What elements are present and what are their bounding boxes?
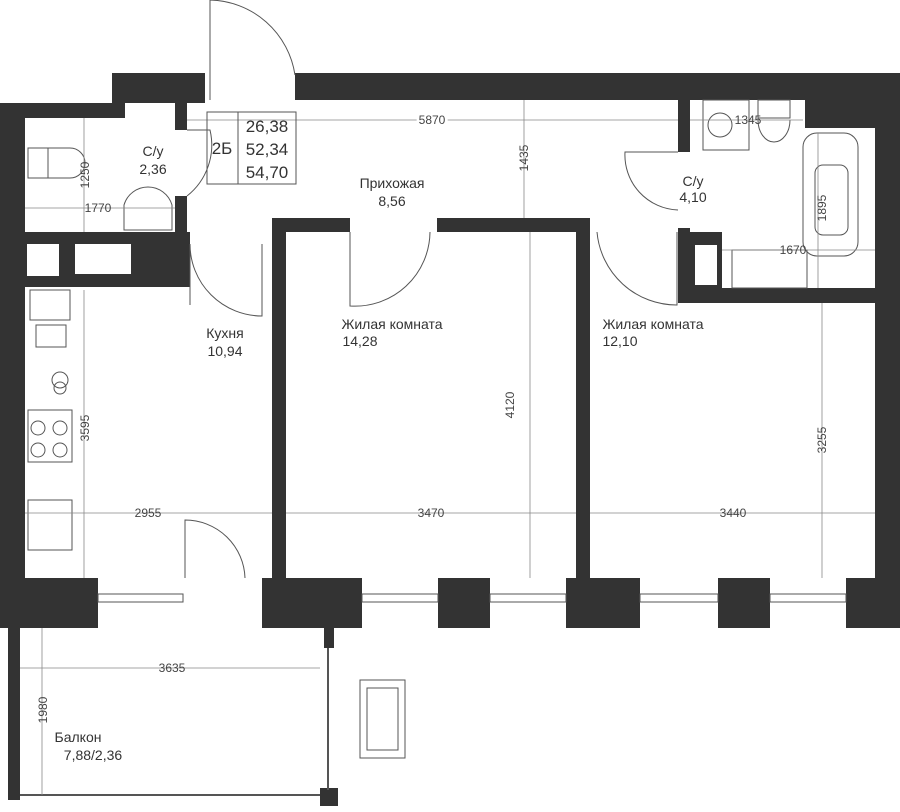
bath1-area: 2,36 [139, 161, 166, 177]
dim-bath2-width: 1345 [735, 113, 762, 127]
dim-hall-width: 1435 [517, 144, 531, 171]
dim-kitchen-height: 3595 [78, 414, 92, 441]
bath2-area: 4,10 [679, 189, 706, 205]
living-area: 26,38 [246, 117, 289, 136]
room2-name: Жилая комната [602, 316, 703, 332]
room2-area: 12,10 [602, 333, 637, 349]
dim-room2-width: 3440 [720, 506, 747, 520]
apartment-type: 2Б [212, 139, 233, 158]
dimension-lines [20, 100, 875, 795]
dimension-labels: 5870 1435 1250 1770 1345 1895 1670 3595 … [36, 113, 829, 723]
dim-bath1-height: 1250 [78, 161, 92, 188]
dim-bath2-height: 1895 [815, 194, 829, 221]
room1-name: Жилая комната [341, 316, 442, 332]
total-area: 52,34 [246, 140, 289, 159]
dim-bath1-width: 1770 [85, 201, 112, 215]
dim-bath2-width2: 1670 [780, 243, 807, 257]
kitchen-name: Кухня [206, 325, 243, 341]
bath2-name: С/у [683, 173, 704, 189]
dim-balcony-width: 3635 [159, 661, 186, 675]
total-area-with-balcony: 54,70 [246, 163, 289, 182]
hall-name: Прихожая [360, 175, 425, 191]
dim-room2-height: 3255 [815, 426, 829, 453]
dim-hall-length: 5870 [419, 113, 446, 127]
balcony-area: 7,88/2,36 [64, 747, 123, 763]
balcony-name: Балкон [55, 729, 102, 745]
label-backing [416, 113, 448, 127]
room1-area: 14,28 [342, 333, 377, 349]
room-labels: С/у 2,36 Прихожая 8,56 С/у 4,10 Кухня 10… [55, 143, 707, 763]
fixtures [27, 99, 859, 551]
dim-room1-width: 3470 [418, 506, 445, 520]
bath1-name: С/у [143, 143, 164, 159]
apartment-summary: 2Б 26,38 52,34 54,70 [206, 111, 297, 185]
dim-balcony-height: 1980 [36, 696, 50, 723]
doors [184, 0, 679, 579]
balcony-furniture [359, 679, 406, 759]
walls [0, 73, 900, 806]
dim-kitchen-width: 2955 [135, 506, 162, 520]
hall-area: 8,56 [378, 193, 405, 209]
balcony-furniture-inner [366, 687, 399, 751]
dim-room1-height: 4120 [503, 391, 517, 418]
kitchen-area: 10,94 [207, 343, 242, 359]
